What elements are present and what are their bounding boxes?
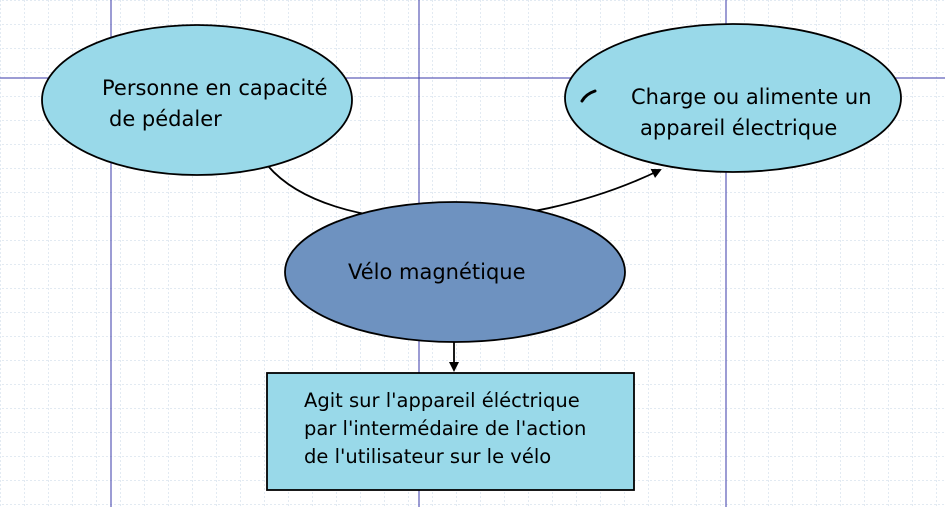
bike-label-line-1: Vélo magnétique: [348, 260, 526, 284]
action-label: Agit sur l'appareil éléctrique par l'int…: [304, 389, 593, 468]
device-label: Charge ou alimente un appareil électriqu…: [631, 85, 878, 140]
person-label-line-2: de pédaler: [109, 107, 222, 131]
bike-ellipse[interactable]: [284, 201, 626, 343]
action-label-line-3: de l'utilisateur sur le vélo: [304, 445, 551, 468]
bike-label: Vélo magnétique: [348, 260, 526, 284]
action-box[interactable]: [266, 372, 635, 491]
device-label-line-2: appareil électrique: [640, 116, 837, 140]
action-label-line-2: par l'intermédaire de l'action: [304, 417, 586, 440]
person-label-line-1: Personne en capacité: [102, 76, 328, 100]
device-label-line-1: Charge ou alimente un: [631, 85, 872, 109]
person-ellipse[interactable]: [41, 24, 353, 176]
device-ellipse[interactable]: [564, 23, 902, 173]
action-label-line-1: Agit sur l'appareil éléctrique: [304, 389, 580, 412]
device-tick-mark: [580, 89, 597, 103]
person-label: Personne en capacité de pédaler: [102, 76, 334, 131]
